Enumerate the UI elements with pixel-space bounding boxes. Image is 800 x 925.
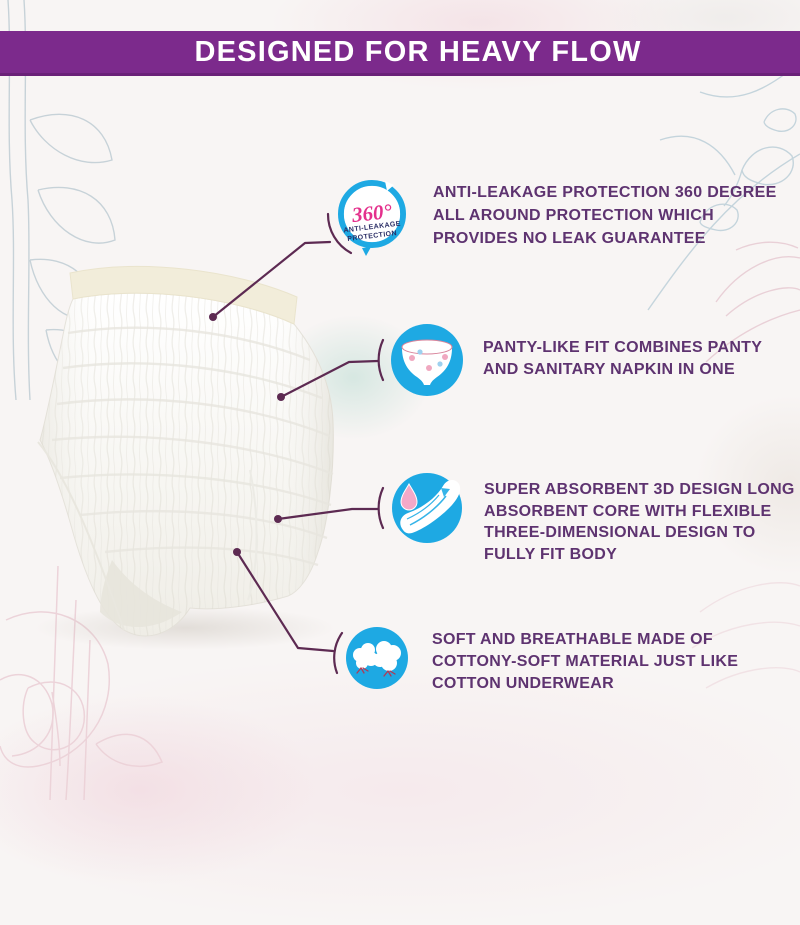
floral-line-art-bottom-right [691,582,800,689]
feature-text-panty-fit: PANTY-LIKE FIT COMBINES PANTY AND SANITA… [483,337,762,381]
feature-text-anti-leakage: ANTI-LEAKAGE PROTECTION 360 DEGREE ALL A… [433,181,777,250]
feature-text-line: ABSORBENT CORE WITH FLEXIBLE [484,502,772,520]
feature-text-line: AND SANITARY NAPKIN IN ONE [483,361,735,378]
feature-text-line: SUPER ABSORBENT 3D DESIGN LONG [484,481,795,498]
feature-text-line: THREE-DIMENSIONAL DESIGN TO [484,524,756,541]
badge-360-value: 360° [350,199,394,227]
floral-line-art-right-pink [705,241,800,363]
callout-connectors [211,212,385,675]
feature-text-line: PANTY-LIKE FIT COMBINES PANTY [483,339,763,356]
absorbent-pad-icon [392,473,462,543]
connector-dots [209,313,285,556]
feature-text-line: COTTON UNDERWEAR [432,675,614,692]
connector-arc-3 [377,486,385,530]
panty-waistband [69,265,298,325]
connector-line-4 [235,550,335,653]
connector-arc-1 [326,212,353,255]
feature-text-line: COTTONY-SOFT MATERIAL JUST LIKE [432,653,739,670]
period-panty-product-photo [35,265,335,650]
panty-icon [391,324,463,396]
header-banner: DESIGNED FOR HEAVY FLOW [0,31,800,76]
cotton-sepals [356,667,396,677]
feature-text-line: PROVIDES NO LEAK GUARANTEE [433,230,706,247]
feature-text-line: ANTI-LEAKAGE PROTECTION 360 DEGREE [433,184,777,201]
feature-text-cotton-soft: SOFT AND BREATHABLE MADE OF COTTONY-SOFT… [432,629,738,695]
connector-arc-4 [333,631,344,675]
feature-text-line: FULLY FIT BODY [484,545,618,563]
feature-text-line: SOFT AND BREATHABLE MADE OF [432,631,713,648]
feature-text-absorbent-core: SUPER ABSORBENT 3D DESIGN LONG ABSORBENT… [484,479,795,565]
connector-line-2 [279,359,380,399]
pad-droplet [400,482,418,511]
pad-arrow-up [441,488,450,497]
panty-leg-cuff [100,560,182,628]
infographic-graphics: 360° ANTI-LEAKAGE PROTECTION [0,0,800,800]
cotton-icon [346,627,408,689]
badge-arrow-bottom [362,247,371,256]
feature-text-line: ALL AROUND PROTECTION WHICH [433,207,714,224]
badge-arrow-top [385,181,394,191]
panty-seam-lines [51,326,334,567]
360-anti-leakage-badge-icon: 360° ANTI-LEAKAGE PROTECTION [338,180,406,256]
connector-arc-2 [377,338,385,382]
panty-polka-dots [409,349,448,371]
page-title: DESIGNED FOR HEAVY FLOW [194,35,642,68]
floral-line-art-top-right [647,61,800,311]
connector-line-3 [276,507,380,521]
connector-line-1 [211,240,332,319]
